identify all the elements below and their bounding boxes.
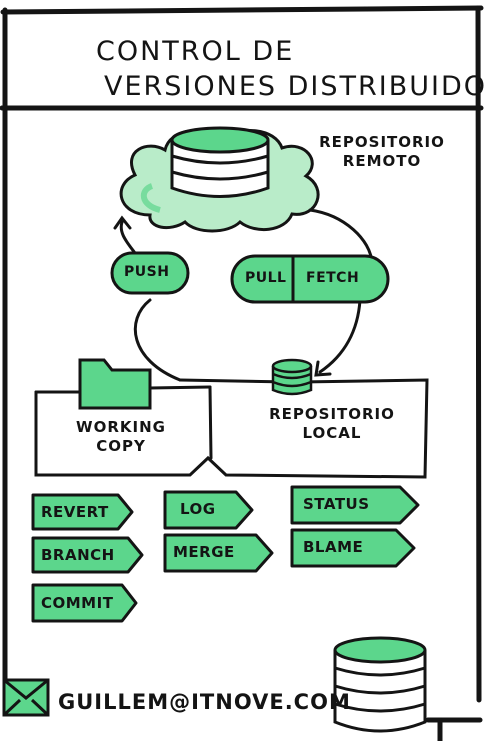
- merge-label: MERGE: [173, 543, 235, 561]
- push-pill: [110, 251, 190, 295]
- status-tag: [290, 485, 420, 525]
- footer-email: GUILLEM@ITNOVE.COM: [58, 690, 351, 714]
- status-label: STATUS: [303, 495, 370, 513]
- branch-tag: [31, 536, 144, 574]
- fetch-label: FETCH: [306, 270, 360, 286]
- local-repo-label-line-2: LOCAL: [302, 424, 362, 442]
- commit-tag: [31, 583, 138, 623]
- log-tag: [163, 490, 254, 530]
- push-label: PUSH: [124, 264, 170, 280]
- pull-fetch-pill: [230, 254, 390, 304]
- page-title-line-1: CONTROL DE: [96, 36, 295, 67]
- remote-repo-label-line-1: REPOSITORIO: [319, 133, 445, 151]
- remote-repo-label: REPOSITORIO REMOTO: [312, 133, 452, 171]
- command-tags: [31, 485, 420, 623]
- page-frame: [0, 5, 484, 703]
- local-box: [34, 378, 429, 479]
- branch-label: BRANCH: [41, 546, 115, 564]
- log-label: LOG: [180, 500, 216, 518]
- working-copy-label-line-2: COPY: [96, 437, 146, 455]
- commit-label: COMMIT: [41, 594, 114, 612]
- sync-arrows: [113, 208, 374, 384]
- working-copy-label-line-1: WORKING: [76, 418, 166, 436]
- working-copy-label: WORKING COPY: [66, 418, 176, 456]
- revert-label: REVERT: [41, 503, 109, 521]
- local-repo-label: REPOSITORIO LOCAL: [262, 405, 402, 443]
- pull-label: PULL: [245, 270, 287, 286]
- remote-repo-label-line-2: REMOTO: [342, 152, 422, 170]
- merge-tag: [163, 533, 274, 573]
- envelope-icon: [2, 678, 50, 717]
- page-title-line-2: VERSIONES DISTRIBUIDO: [104, 71, 484, 102]
- blame-label: BLAME: [303, 538, 364, 556]
- blame-tag: [290, 528, 416, 568]
- database-icon: [271, 358, 313, 396]
- database-icon: [170, 126, 270, 198]
- revert-tag: [31, 493, 134, 531]
- database-icon: [333, 636, 427, 733]
- local-repo-label-line-1: REPOSITORIO: [269, 405, 395, 423]
- bottom-line: [425, 717, 483, 741]
- folder-icon: [78, 358, 152, 410]
